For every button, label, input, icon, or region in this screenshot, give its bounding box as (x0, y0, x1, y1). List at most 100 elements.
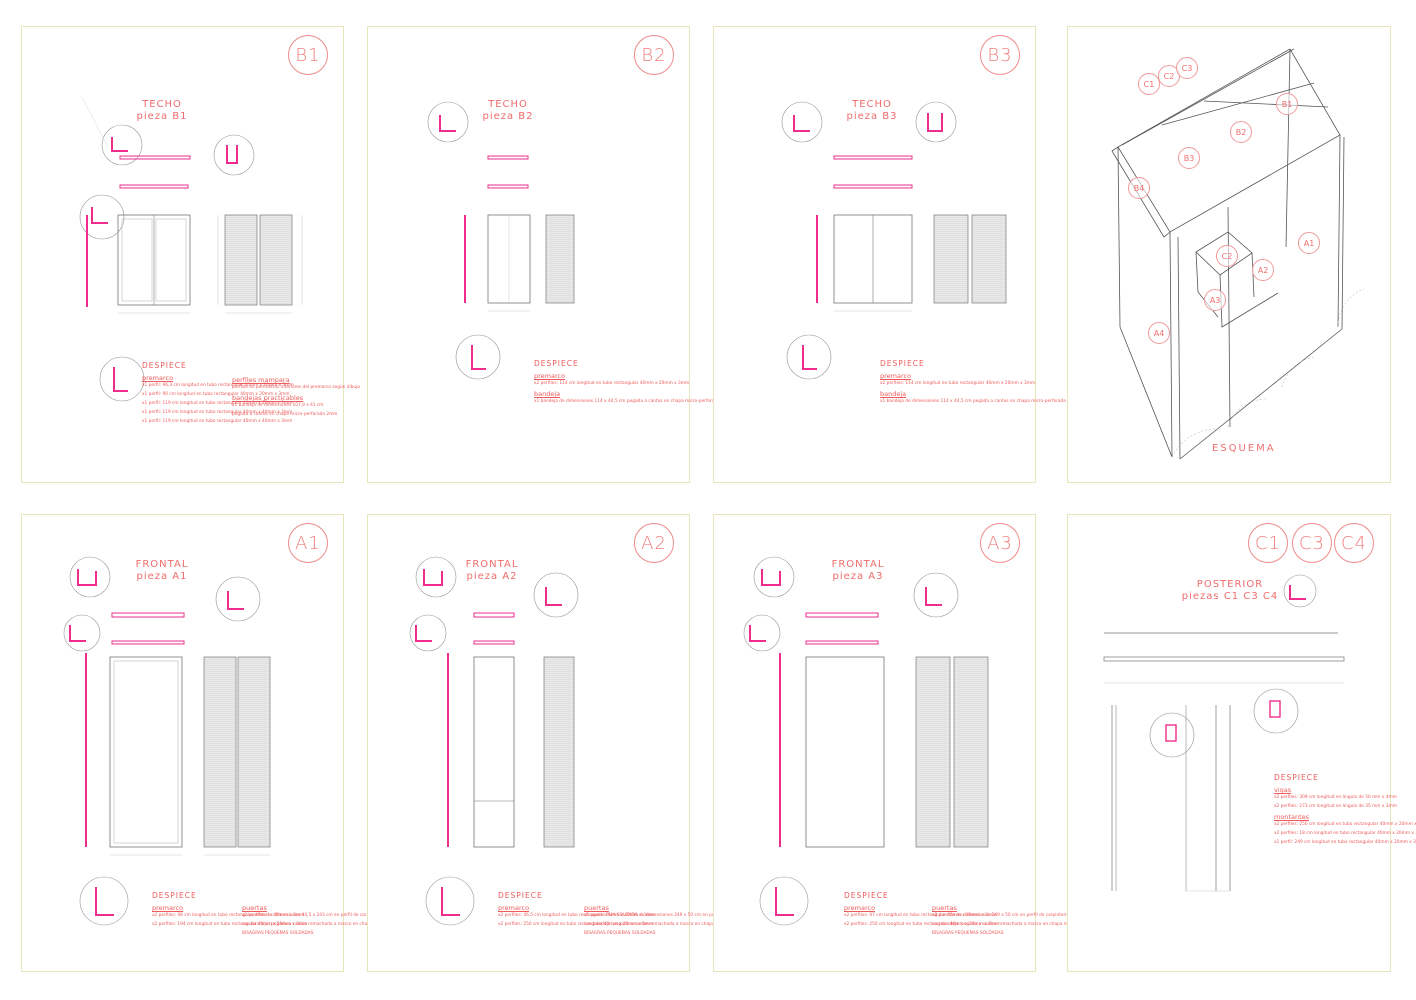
title-line-2: pieza A1 (136, 571, 188, 582)
schema-label-a1: A1 (1298, 232, 1320, 254)
schema-label-c2-inner: C2 (1216, 245, 1238, 267)
title-line-1: POSTERIOR (1196, 579, 1264, 590)
sheet-label-a2: A2 (634, 523, 674, 563)
parts-list-subheading: puertas (932, 904, 957, 912)
parts-list-heading: DESPIECE (534, 359, 579, 368)
sheet-label-b1: B1 (288, 35, 328, 75)
parts-list-item: x2 perfiles: 98 cm longitud en tubo rect… (152, 913, 305, 918)
sheet-label-a1: A1 (288, 523, 328, 563)
parts-list-item: x1 bandeja de dimensiones 114 x 44,5 cm … (534, 399, 733, 404)
sheet-title-b2: TECHO pieza B2 (468, 99, 548, 123)
parts-list-item: x2 puertas de dimensiones 44,5 x 243 cm … (242, 913, 448, 918)
parts-list-item: x2 perfiles: 114 cm longitud en tubo rec… (534, 381, 690, 386)
schema-label-b4: B4 (1128, 177, 1150, 199)
parts-list-item: x1 perfil: 119 cm longitud en tubo recta… (142, 419, 293, 424)
parts-list-item: BISAGRAS PEQUEÑAS SOLDADAS (242, 931, 314, 936)
parts-list-item: x2 perfiles: 114 cm longitud en tubo rec… (880, 381, 1036, 386)
drawing-b2 (427, 101, 575, 380)
parts-list-subheading: premarco (880, 372, 912, 380)
drawing-a2 (409, 556, 579, 926)
parts-list-item: x1 bandeja de dimensiones 107,9 x 41 cm (232, 403, 324, 408)
isometric-schema (1111, 48, 1365, 460)
parts-list-item: x1 puerta PLIA SOLDADA de dimensiones 24… (584, 913, 816, 918)
parts-list-item: x1 perfil: 249 cm longitud en tubo recta… (1274, 840, 1416, 845)
parts-list-heading: DESPIECE (142, 361, 187, 370)
drawing-b3 (781, 101, 1007, 380)
sheet-title-c: POSTERIOR piezas C1 C3 C4 (1180, 579, 1280, 603)
parts-list-heading: DESPIECE (880, 359, 925, 368)
parts-list-heading: DESPIECE (498, 891, 543, 900)
title-line-1: TECHO (142, 99, 182, 110)
drawing-a1 (63, 556, 271, 926)
parts-list-item: x1 perfil: 90 cm longitud en tubo rectan… (142, 392, 290, 397)
schema-label-b2: B2 (1230, 121, 1252, 143)
parts-list-subheading: bandeja (880, 390, 907, 398)
parts-list-heading: DESPIECE (1274, 773, 1319, 782)
schema-label-a3: A3 (1204, 289, 1226, 311)
title-line-2: pieza A2 (466, 571, 518, 582)
parts-list-subheading: premarco (534, 372, 566, 380)
schema-label-c3: C3 (1176, 57, 1198, 79)
parts-list-item: x1 bandeja de dimensiones 114 x 44,5 cm … (880, 399, 1079, 404)
schema-label-c1: C1 (1138, 73, 1160, 95)
parts-list-subheading: puertas (242, 904, 267, 912)
drawing-c (1103, 574, 1345, 892)
parts-list-item: x2 perfiles: 18 cm longitud en tubo rect… (1274, 831, 1416, 836)
sheet-label-c3: C3 (1292, 523, 1332, 563)
sheet-title-b3: TECHO pieza B3 (832, 99, 912, 123)
parts-list-heading: DESPIECE (152, 891, 197, 900)
parts-list-subheading: premarco (152, 904, 184, 912)
sheet-label-a3: A3 (980, 523, 1020, 563)
title-line-1: FRONTAL (831, 559, 885, 570)
title-line-2: pieza B2 (482, 111, 534, 122)
sheet-label-b2: B2 (634, 35, 674, 75)
parts-list-item: x2 puertas de dimensiones 249 x 50 cm en… (932, 913, 1134, 918)
parts-list-item: pegada a cantos en chapa micro-perforada… (232, 412, 338, 417)
parts-list-item: x2 perfiles: 46,5 cm longitud en tubo re… (498, 913, 655, 918)
title-line-2: piezas C1 C3 C4 (1181, 591, 1279, 602)
sheet-label-c4: C4 (1334, 523, 1374, 563)
parts-list-item: con bandeja: pegada a cantos remachada a… (932, 922, 1112, 927)
parts-list-item: x2 perfiles: 250 cm longitud en tubo rec… (1274, 822, 1416, 827)
parts-list-item: x1 perfil: 119 cm longitud en tubo recta… (142, 410, 293, 415)
schema-caption: ESQUEMA (1212, 443, 1276, 454)
schema-label-a2: A2 (1252, 259, 1274, 281)
schema-label-b3: B3 (1178, 147, 1200, 169)
parts-list-subheading: puertas (584, 904, 609, 912)
drawing-a3 (743, 556, 989, 926)
sheet-label-c1: C1 (1248, 523, 1288, 563)
parts-list-subheading: perfiles mampara (232, 376, 290, 384)
parts-list-subheading: vigas (1274, 786, 1292, 794)
parts-list-item: con bandeja: pegada a cantos remachada a… (242, 922, 422, 927)
title-line-1: FRONTAL (135, 559, 189, 570)
drawing-b1 (79, 96, 303, 402)
title-line-1: TECHO (852, 99, 892, 110)
title-line-2: pieza B1 (136, 111, 188, 122)
parts-list-item: x2 perfiles: 250 cm longitud en tubo rec… (844, 922, 1000, 927)
parts-list-item: x2 perfiles: 273 cm longitud en ángulo d… (1274, 804, 1397, 809)
parts-list-subheading: premarco (142, 374, 174, 382)
title-line-1: TECHO (488, 99, 528, 110)
sheet-title-a3: FRONTAL pieza A3 (818, 559, 898, 583)
parts-list-item: x2 perfiles: 97 cm longitud en tubo rect… (844, 913, 997, 918)
parts-list-subheading: premarco (844, 904, 876, 912)
parts-list-item: BISAGRAS PEQUEÑAS SOLDADAS (584, 931, 656, 936)
